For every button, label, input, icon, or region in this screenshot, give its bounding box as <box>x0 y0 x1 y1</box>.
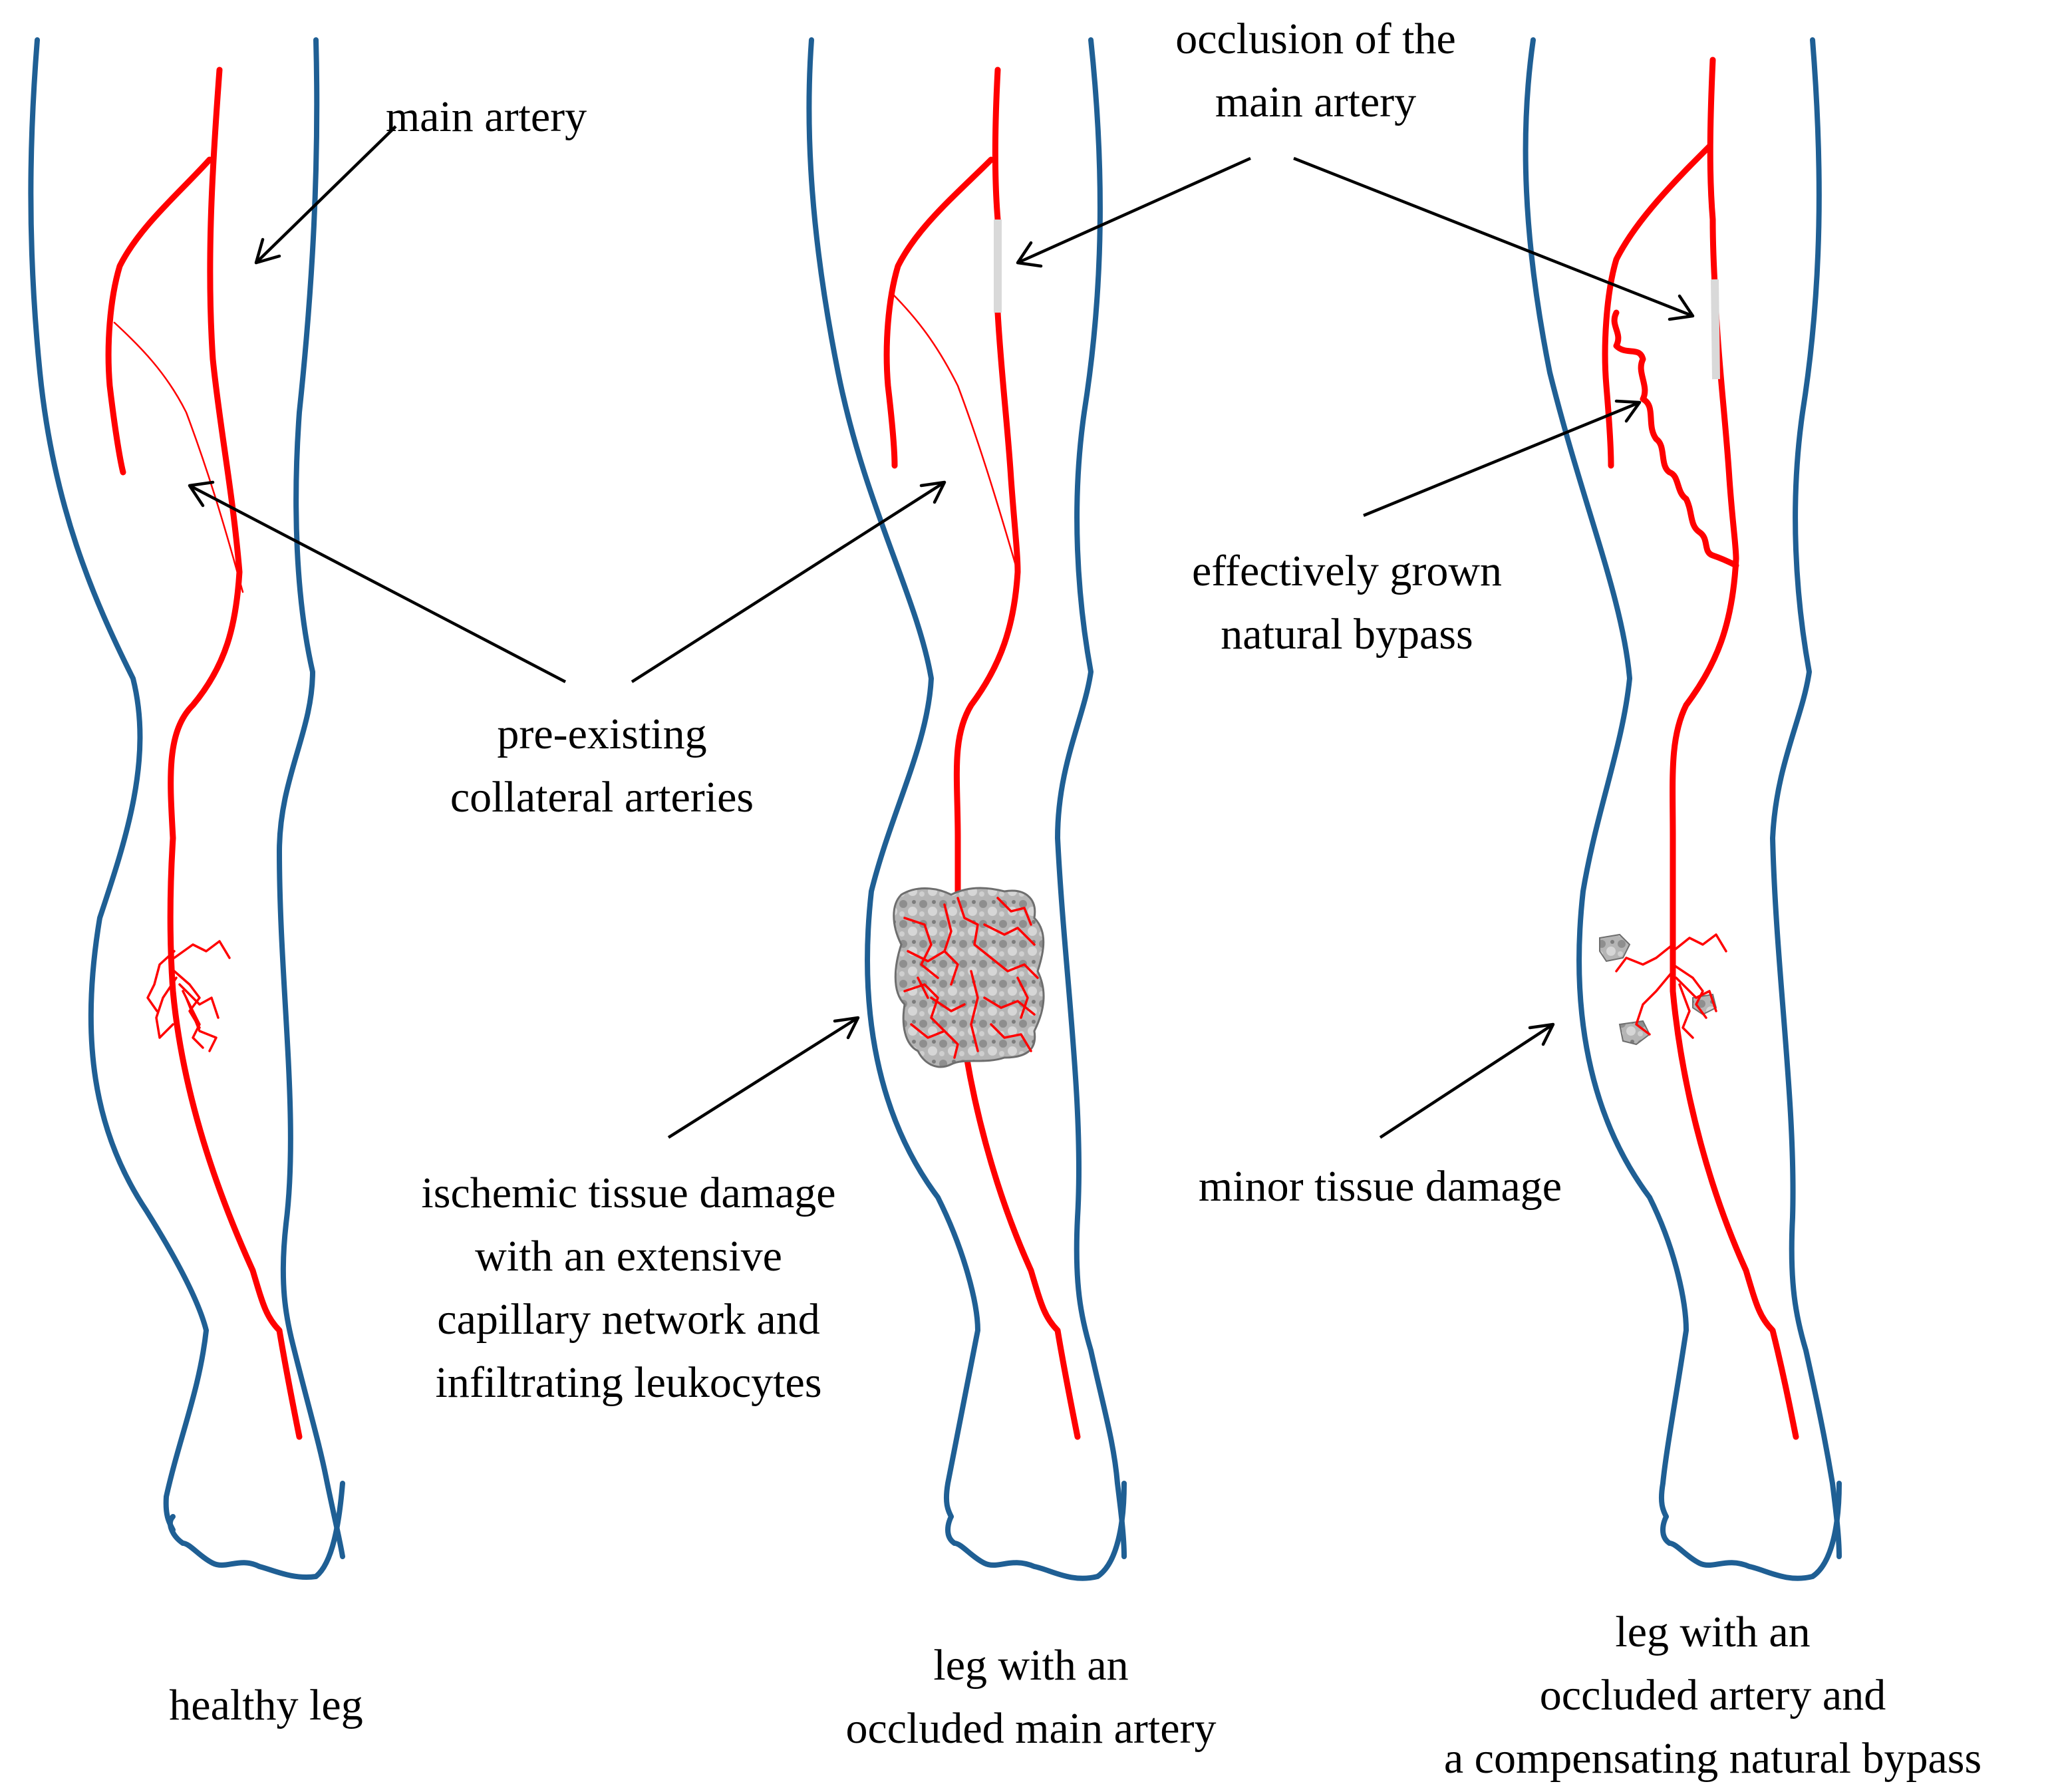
occluded-leg <box>806 37 1127 1581</box>
occluded-main-artery <box>953 67 1081 1440</box>
minor-damage-patch <box>1599 933 1631 963</box>
capillary-network <box>903 897 1039 1059</box>
label-main-artery: main artery <box>386 92 587 141</box>
minor-tissue-damage <box>1599 933 1727 1046</box>
occluded-leg-outline-right <box>1055 37 1127 1559</box>
caption-bypass-line1: leg with an <box>1615 1608 1810 1656</box>
healthy-leg-outline-right <box>277 37 345 1559</box>
label-collateral-line2: collateral arteries <box>450 773 754 821</box>
bypass-leg-foot <box>1660 1481 1842 1581</box>
label-collateral-line1: pre-existing <box>497 710 706 758</box>
arrow-collateral-left <box>188 480 567 683</box>
label-bypass-line1: effectively grown <box>1192 547 1502 595</box>
ischemic-tissue-area <box>893 887 1045 1068</box>
pointer-arrows <box>188 125 1695 1139</box>
healthy-leg <box>28 37 345 1580</box>
healthy-leg-foot <box>168 1481 345 1580</box>
healthy-upper-branch <box>105 156 213 476</box>
label-occlusion-line2: main artery <box>1215 78 1416 126</box>
label-ischemic-line1: ischemic tissue damage <box>421 1169 835 1217</box>
arrow-occlusion-middle <box>1016 156 1251 268</box>
arrow-bypass <box>1363 399 1642 518</box>
bypass-main-artery <box>1670 57 1799 1440</box>
annotation-labels: main artery occlusion of the main artery… <box>386 15 1562 1407</box>
occluded-leg-foot <box>945 1481 1127 1581</box>
minor-damage-patch <box>1618 1020 1651 1046</box>
label-ischemic-line2: with an extensive <box>475 1232 782 1280</box>
natural-bypass-vessel <box>1611 309 1739 569</box>
bypass-leg-outline-right <box>1770 37 1842 1559</box>
healthy-collateral-artery <box>113 321 244 593</box>
label-occlusion-line1: occlusion of the <box>1175 15 1456 63</box>
arrow-collateral-middle <box>631 480 947 683</box>
caption-bypass-line3: a compensating natural bypass <box>1444 1734 1981 1783</box>
label-ischemic-line3: capillary network and <box>437 1295 819 1344</box>
occluded-upper-branch <box>883 156 994 469</box>
arrow-ischemic <box>667 1016 860 1139</box>
arrow-occlusion-right <box>1293 156 1695 321</box>
label-ischemic-line4: infiltrating leukocytes <box>435 1358 821 1407</box>
healthy-small-branches <box>146 940 231 1052</box>
label-minor-damage: minor tissue damage <box>1199 1162 1562 1211</box>
caption-occluded-line2: occluded main artery <box>845 1704 1216 1753</box>
panel-captions: healthy leg leg with an occluded main ar… <box>169 1608 1981 1783</box>
occluded-leg-outline-left <box>806 37 980 1519</box>
arrow-main-artery <box>254 125 397 265</box>
caption-occluded-line1: leg with an <box>933 1641 1128 1690</box>
label-bypass-line2: natural bypass <box>1221 610 1473 659</box>
ischemic-tissue-damage <box>893 887 1045 1068</box>
healthy-leg-outline-left <box>28 37 209 1533</box>
bypass-artery-blockage <box>1711 279 1720 380</box>
caption-healthy: healthy leg <box>169 1681 363 1729</box>
bypass-upper-branch <box>1602 143 1713 469</box>
occluded-collateral-artery <box>890 291 1019 573</box>
bypass-leg <box>1523 37 1842 1581</box>
healthy-main-artery <box>167 67 303 1440</box>
bypass-leg-outline-left <box>1523 37 1689 1519</box>
caption-bypass-line2: occluded artery and <box>1540 1671 1886 1719</box>
arrow-minor-damage <box>1379 1022 1555 1139</box>
